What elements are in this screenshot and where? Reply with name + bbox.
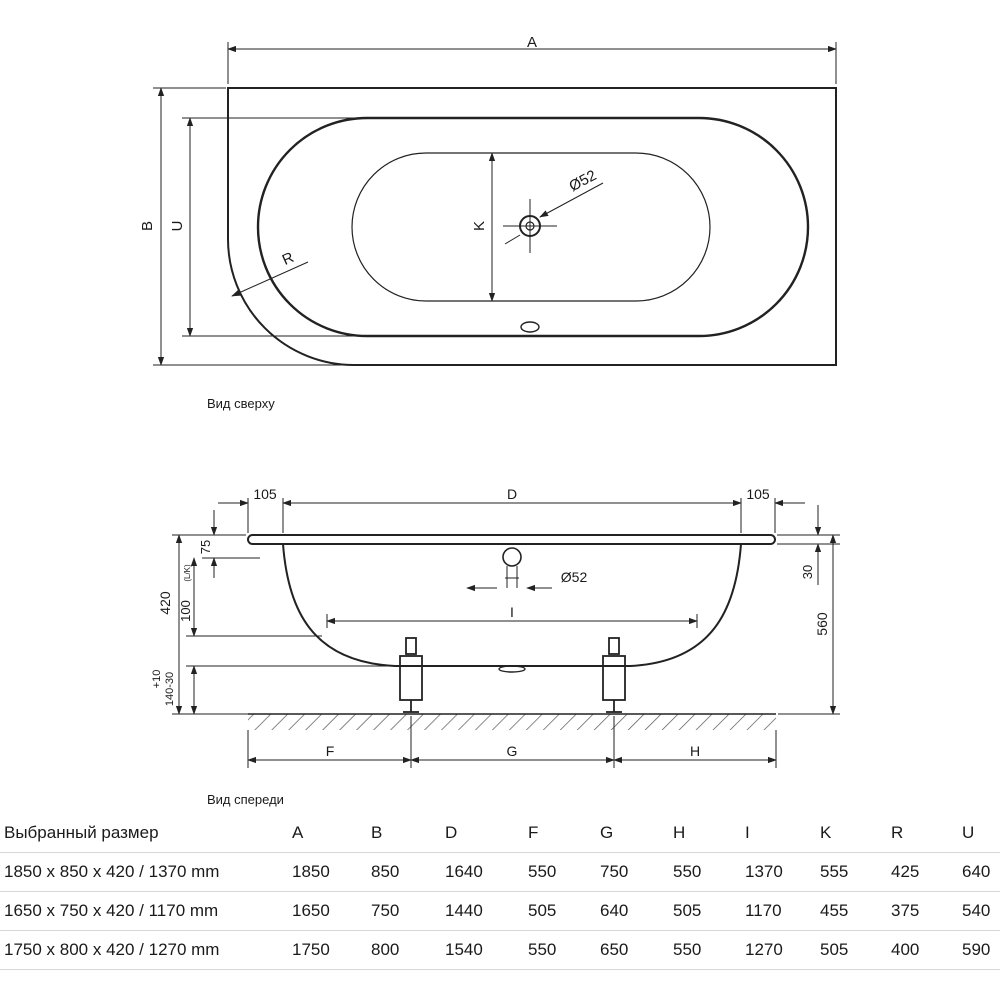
header-I: I — [745, 814, 820, 853]
cell-F: 550 — [528, 930, 600, 970]
cell-K: 555 — [820, 852, 891, 892]
cell-K: 505 — [820, 930, 891, 970]
header-K: K — [820, 814, 891, 853]
label-drain-front: Ø52 — [561, 569, 588, 585]
cell-F: 505 — [528, 891, 600, 931]
header-H: H — [673, 814, 745, 853]
cell-F: 550 — [528, 852, 600, 892]
label-D: D — [507, 486, 517, 502]
label-100-note: (L/K) — [183, 564, 192, 582]
label-420: 420 — [157, 591, 173, 615]
label-drain-diameter: Ø52 — [566, 167, 599, 195]
cell-A: 1750 — [292, 930, 371, 970]
label-A: A — [527, 34, 537, 51]
cell-H: 505 — [673, 891, 745, 931]
cell-B: 800 — [371, 930, 445, 970]
cell-B: 750 — [371, 891, 445, 931]
cell-G: 650 — [600, 930, 673, 970]
drain-dim-line — [539, 182, 604, 218]
label-75: 75 — [198, 540, 213, 554]
overflow-icon — [520, 321, 540, 333]
cell-A: 1850 — [292, 852, 371, 892]
drain-icon-front — [466, 547, 552, 592]
cell-G: 640 — [600, 891, 673, 931]
dimensions-table: Выбранный размер A B D F G H I K R U 185… — [0, 814, 1000, 970]
label-B: B — [139, 221, 156, 231]
label-105-left: 105 — [253, 486, 277, 502]
cell-U: 540 — [962, 891, 1000, 931]
cell-H: 550 — [673, 930, 745, 970]
header-G: G — [600, 814, 673, 853]
header-D: D — [445, 814, 528, 853]
cell-U: 590 — [962, 930, 1000, 970]
cell-H: 550 — [673, 852, 745, 892]
front-view-caption: Вид спереди — [207, 792, 284, 807]
table-row: 1650 x 750 x 420 / 1170 mm 1650 750 1440… — [0, 891, 1000, 931]
cell-D: 1540 — [445, 930, 528, 970]
cell-size: 1650 x 750 x 420 / 1170 mm — [0, 891, 292, 931]
label-adjust-range: 140-30 — [164, 672, 176, 706]
tub-basin — [351, 152, 711, 302]
waste-outlet — [498, 665, 526, 673]
cell-U: 640 — [962, 852, 1000, 892]
cell-I: 1370 — [745, 852, 820, 892]
table-header-row: Выбранный размер A B D F G H I K R U — [0, 814, 1000, 853]
top-view-labels: A B U K R Ø52 — [139, 34, 599, 269]
label-I: I — [510, 604, 514, 620]
cell-K: 455 — [820, 891, 891, 931]
tub-rim — [247, 534, 776, 545]
table-row: 1850 x 850 x 420 / 1370 mm 1850 850 1640… — [0, 852, 1000, 892]
header-selected-size: Выбранный размер — [0, 814, 292, 853]
header-R: R — [891, 814, 962, 853]
label-105-right: 105 — [746, 486, 770, 502]
label-F: F — [326, 743, 335, 759]
top-view — [153, 42, 837, 366]
right-foot — [602, 637, 626, 713]
cell-A: 1650 — [292, 891, 371, 931]
cell-I: 1270 — [745, 930, 820, 970]
label-U: U — [169, 221, 186, 232]
front-view — [172, 498, 840, 768]
label-H: H — [690, 743, 700, 759]
table-row: 1750 x 800 x 420 / 1270 mm 1750 800 1540… — [0, 930, 1000, 970]
cell-B: 850 — [371, 852, 445, 892]
top-view-caption: Вид сверху — [207, 396, 275, 411]
label-R: R — [280, 249, 297, 269]
cell-I: 1170 — [745, 891, 820, 931]
cell-D: 1640 — [445, 852, 528, 892]
cell-size: 1750 x 800 x 420 / 1270 mm — [0, 930, 292, 970]
label-K: K — [471, 221, 488, 231]
header-A: A — [292, 814, 371, 853]
label-30: 30 — [800, 565, 815, 579]
label-G: G — [507, 743, 518, 759]
cell-R: 400 — [891, 930, 962, 970]
label-560: 560 — [814, 612, 830, 636]
header-F: F — [528, 814, 600, 853]
label-100: 100 — [178, 600, 193, 622]
cell-R: 425 — [891, 852, 962, 892]
tub-rim-inner — [256, 116, 810, 338]
drain-icon — [503, 199, 557, 253]
label-adjust-plus: +10 — [151, 670, 163, 689]
header-B: B — [371, 814, 445, 853]
cell-size: 1850 x 850 x 420 / 1370 mm — [0, 852, 292, 892]
left-foot — [399, 637, 423, 713]
cell-G: 750 — [600, 852, 673, 892]
cell-D: 1440 — [445, 891, 528, 931]
cell-R: 375 — [891, 891, 962, 931]
technical-drawing: A B U K R Ø52 — [139, 34, 840, 768]
dim-R-line — [231, 261, 309, 297]
floor-hatch — [248, 714, 776, 730]
front-view-labels: D 105 105 75 420 100 (L/K) +10 140-30 30… — [151, 486, 830, 759]
header-U: U — [962, 814, 1000, 853]
